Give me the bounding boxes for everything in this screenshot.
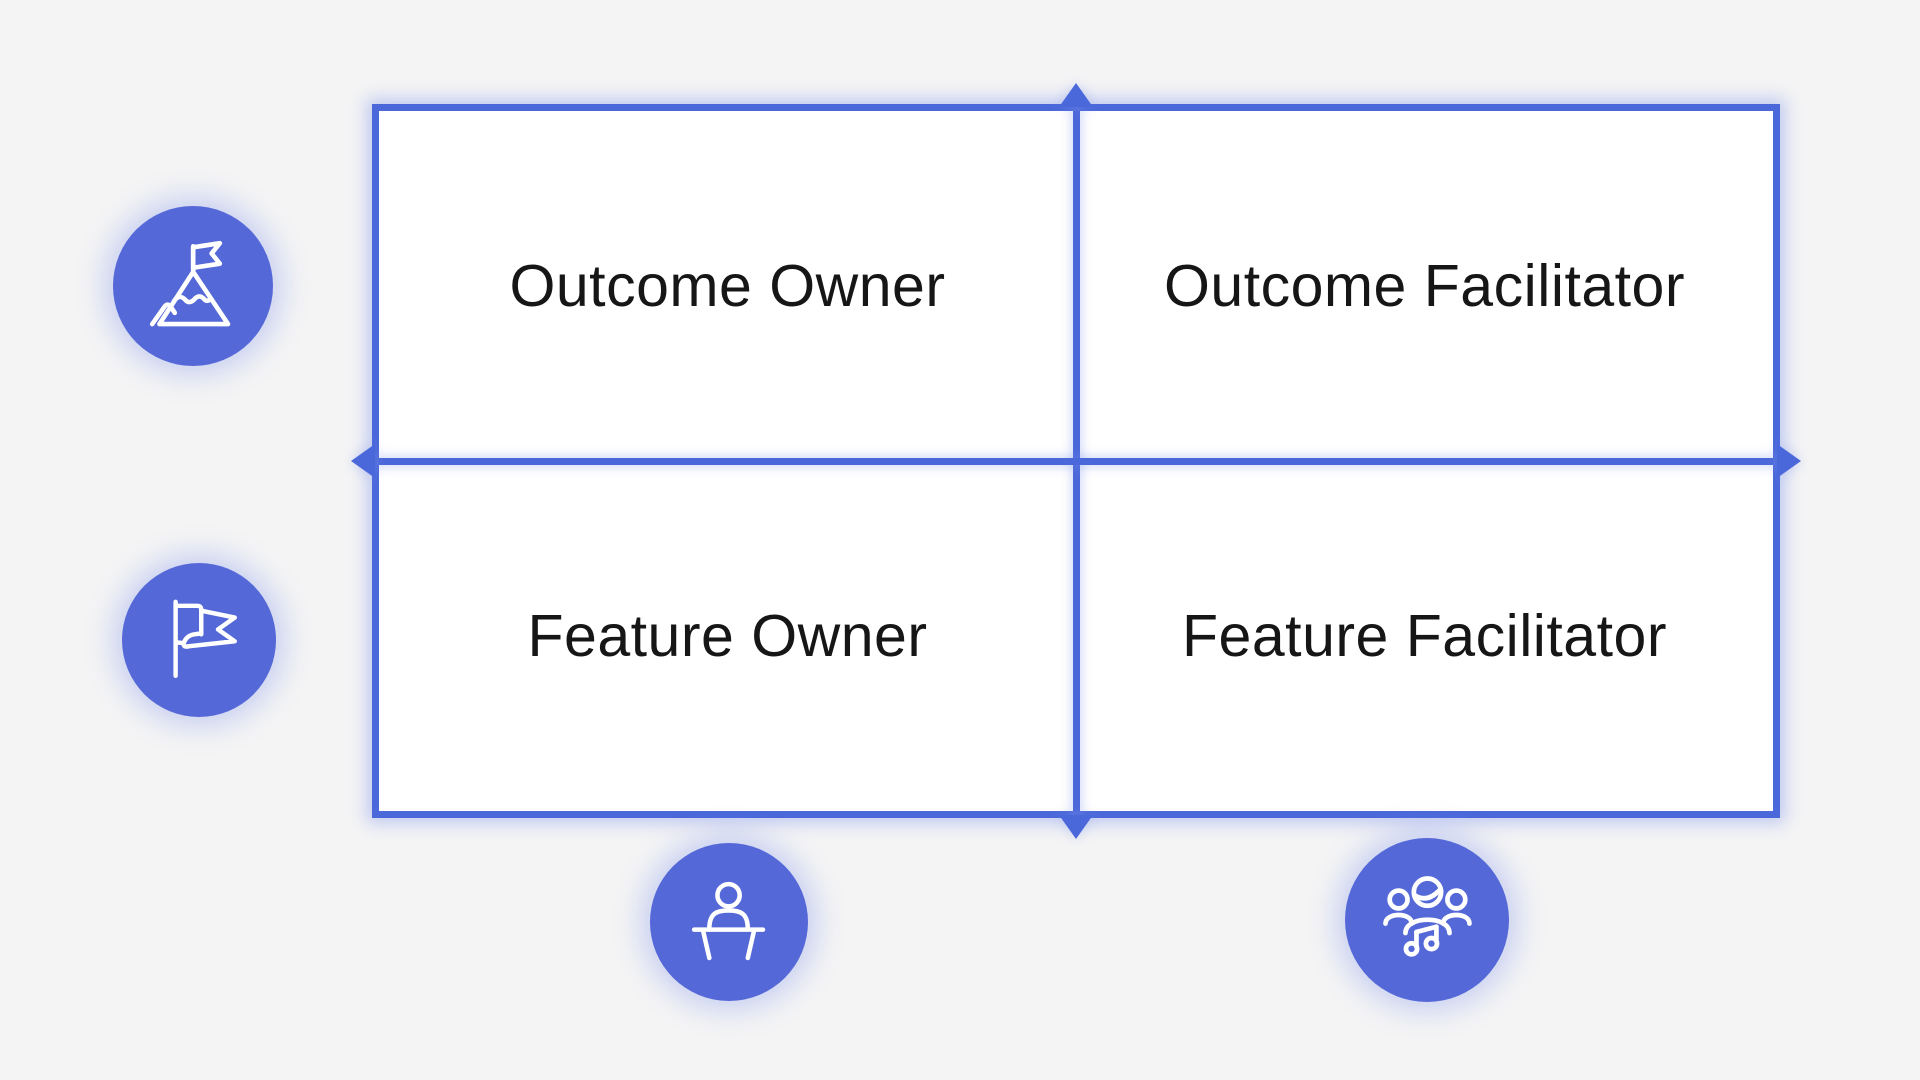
axis-arrow-left-icon (351, 444, 375, 478)
quadrant-label-feature-facilitator: Feature Facilitator (1182, 602, 1667, 669)
person-desk-icon (692, 882, 766, 961)
group-music-icon (1382, 875, 1472, 957)
axis-arrow-up-icon (1059, 83, 1093, 107)
owner-column-badge (650, 843, 808, 1001)
facilitator-column-badge (1345, 838, 1509, 1002)
horizontal-axis-line (379, 457, 1773, 465)
quadrant-label-outcome-facilitator: Outcome Facilitator (1164, 252, 1685, 319)
axis-arrow-down-icon (1059, 815, 1093, 839)
outcome-row-badge (113, 206, 273, 366)
feature-row-badge (122, 563, 276, 717)
axis-arrow-right-icon (1777, 444, 1801, 478)
quadrant-top-left: Outcome Owner (379, 111, 1076, 461)
quadrant-top-right: Outcome Facilitator (1076, 111, 1773, 461)
quadrant-bottom-right: Feature Facilitator (1076, 461, 1773, 811)
quadrant-label-outcome-owner: Outcome Owner (509, 252, 946, 319)
quadrant-label-feature-owner: Feature Owner (527, 602, 928, 669)
mountain-flag-icon (149, 240, 231, 327)
flag-icon (173, 599, 237, 678)
quadrant-matrix: Outcome Owner Outcome Facilitator Featur… (351, 83, 1801, 839)
quadrant-bottom-left: Feature Owner (379, 461, 1076, 811)
